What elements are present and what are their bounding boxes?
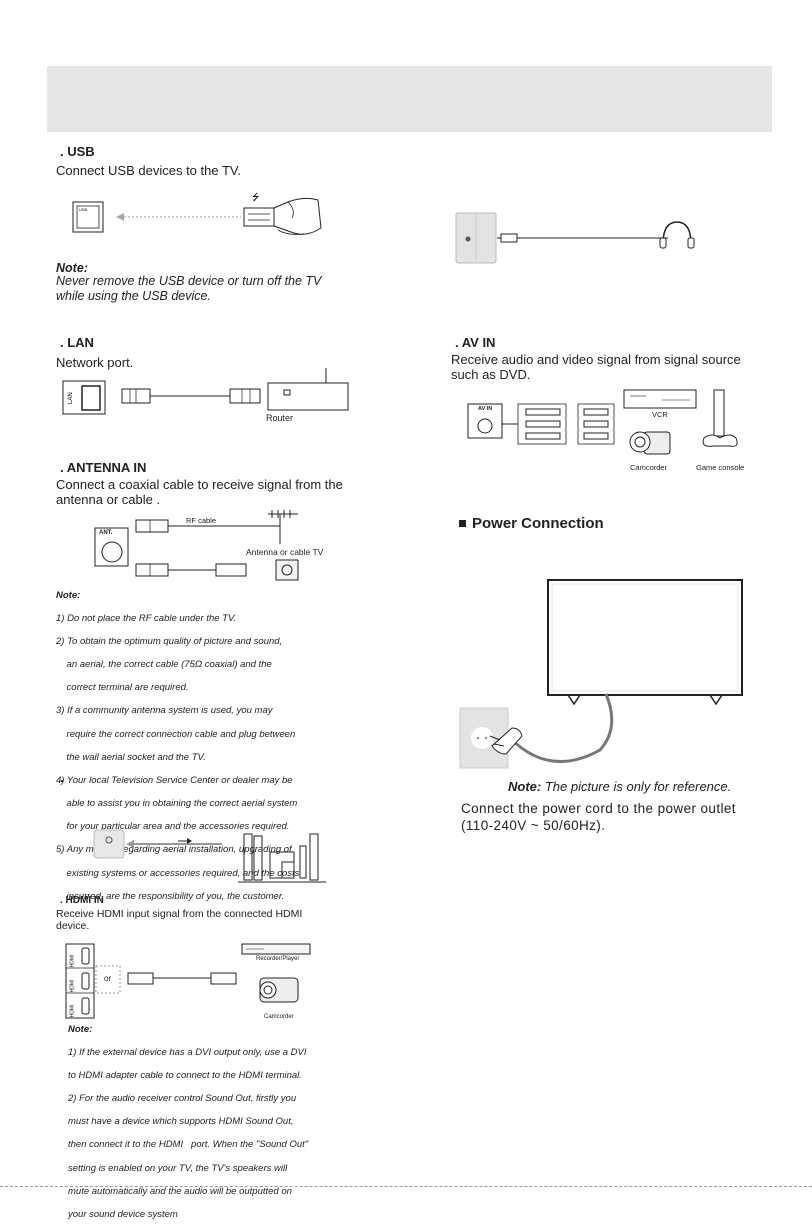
antenna-note-line: correct terminal are required. <box>56 682 189 694</box>
hdmi-note-line: must have a device which supports HDMI S… <box>68 1116 294 1128</box>
power-bullet <box>459 520 466 527</box>
hdmi-camcorder-label: Camcorder <box>264 1014 294 1020</box>
usb-desc: Connect USB devices to the TV. <box>56 163 241 178</box>
avin-diagram <box>467 389 738 455</box>
earphone-diagram <box>455 212 695 264</box>
hdmi-port-label: HDMI <box>69 979 76 993</box>
avin-title: . AV IN <box>455 335 496 350</box>
antenna-diagram <box>94 510 299 581</box>
hdmi-note-label: Note: <box>68 1024 93 1035</box>
hdmi-notes: 1) If the external device has a DVI outp… <box>68 1035 308 1232</box>
antenna-notes: 1) Do not place the RF cable under the T… <box>56 601 299 914</box>
hdmi-note-line: 2) For the audio receiver control Sound … <box>68 1092 297 1104</box>
avin-desc: such as DVD. <box>451 367 531 382</box>
hdmi-note-line: to HDMI adapter cable to connect to the … <box>68 1069 302 1081</box>
lan-title: . LAN <box>60 335 94 350</box>
antenna-note-line: 1) Do not place the RF cable under the T… <box>56 612 237 624</box>
power-desc: (110-240V ~ 50/60Hz). <box>461 818 606 833</box>
optical-diagram <box>93 829 326 883</box>
antenna-note-label: Note: <box>56 590 81 601</box>
usb-note-label: Note: <box>56 261 88 275</box>
antenna-note-line: the wall aerial socket and the TV. <box>56 751 206 763</box>
router-label: Router <box>266 413 294 423</box>
usb-note-line: while using the USB device. <box>56 289 211 303</box>
optical-title: . <box>60 770 64 785</box>
tv-power-diagram <box>459 579 743 769</box>
usb-diagram: USB ⭍ <box>72 192 322 235</box>
svg-text:USB: USB <box>79 207 88 212</box>
vcr-label: VCR <box>652 410 668 419</box>
antenna-label: Antenna or cable TV <box>246 547 324 557</box>
ant-port-label: ANT. <box>99 530 113 536</box>
power-note-label: Note: <box>508 779 542 794</box>
recorder-label: Recorder/Player <box>256 956 300 962</box>
hdmi-note-line: 1) If the external device has a DVI outp… <box>68 1046 307 1058</box>
hdmi-note-line: setting is enabled on your TV, the TV's … <box>68 1162 288 1174</box>
antenna-title: . ANTENNA IN <box>60 460 147 475</box>
antenna-note-line: for your particular area and the accesso… <box>56 821 290 833</box>
power-desc: Connect the power cord to the power outl… <box>461 801 736 816</box>
hdmi-note-line: mute automatically and the audio will be… <box>68 1185 292 1197</box>
hdmi-desc: device. <box>56 920 90 932</box>
lan-diagram: LAN <box>62 368 349 415</box>
avin-port-label: AV IN <box>478 406 493 412</box>
antenna-note-line: 2) To obtain the optimum quality of pict… <box>56 635 283 647</box>
power-note-text: The picture is only for reference. <box>541 779 732 794</box>
hdmi-desc: Receive HDMI input signal from the conne… <box>56 908 303 920</box>
hdmi-title: . HDMI IN <box>60 895 104 906</box>
lan-desc: Network port. <box>56 355 134 370</box>
antenna-desc: Connect a coaxial cable to receive signa… <box>56 477 343 492</box>
power-title: Power Connection <box>472 515 604 532</box>
antenna-note-line: an aerial, the correct cable (75Ω coaxia… <box>56 658 272 670</box>
power-note: Note: The picture is only for reference. <box>508 779 731 794</box>
bottom-divider <box>0 1186 812 1187</box>
avin-camcorder-label: Camcorder <box>630 463 668 472</box>
antenna-note-line: 3) If a community antenna system is used… <box>56 705 273 717</box>
antenna-note-line: 4) Your local Television Service Center … <box>56 774 293 786</box>
antenna-desc: antenna or cable . <box>56 492 161 507</box>
svg-text:⭍: ⭍ <box>252 192 260 203</box>
hdmi-or-label: or <box>104 974 112 983</box>
antenna-note-line: existing systems or accessories required… <box>56 867 300 879</box>
hdmi-diagram <box>65 943 311 1019</box>
hdmi-port-label: HDMI <box>69 954 76 968</box>
antenna-note-line: able to assist you in obtaining the corr… <box>56 798 298 810</box>
usb-title: . USB <box>60 144 95 159</box>
console-label: Game console <box>696 463 745 472</box>
avin-desc: Receive audio and video signal from sign… <box>451 352 741 367</box>
usb-note-line: Never remove the USB device or turn off … <box>56 274 322 288</box>
hdmi-port-label: HDMI <box>69 1004 76 1018</box>
hdmi-note-line: your sound device system <box>68 1208 178 1220</box>
lan-port-label: LAN <box>68 392 74 404</box>
antenna-note-line: require the correct connection cable and… <box>56 728 296 740</box>
rf-cable-label: RF cable <box>186 516 217 525</box>
antenna-note-line: incurred, are the responsibility of you,… <box>56 890 285 902</box>
header-bar <box>47 66 772 132</box>
hdmi-note-line: then connect it to the HDMI port. When t… <box>68 1139 309 1151</box>
